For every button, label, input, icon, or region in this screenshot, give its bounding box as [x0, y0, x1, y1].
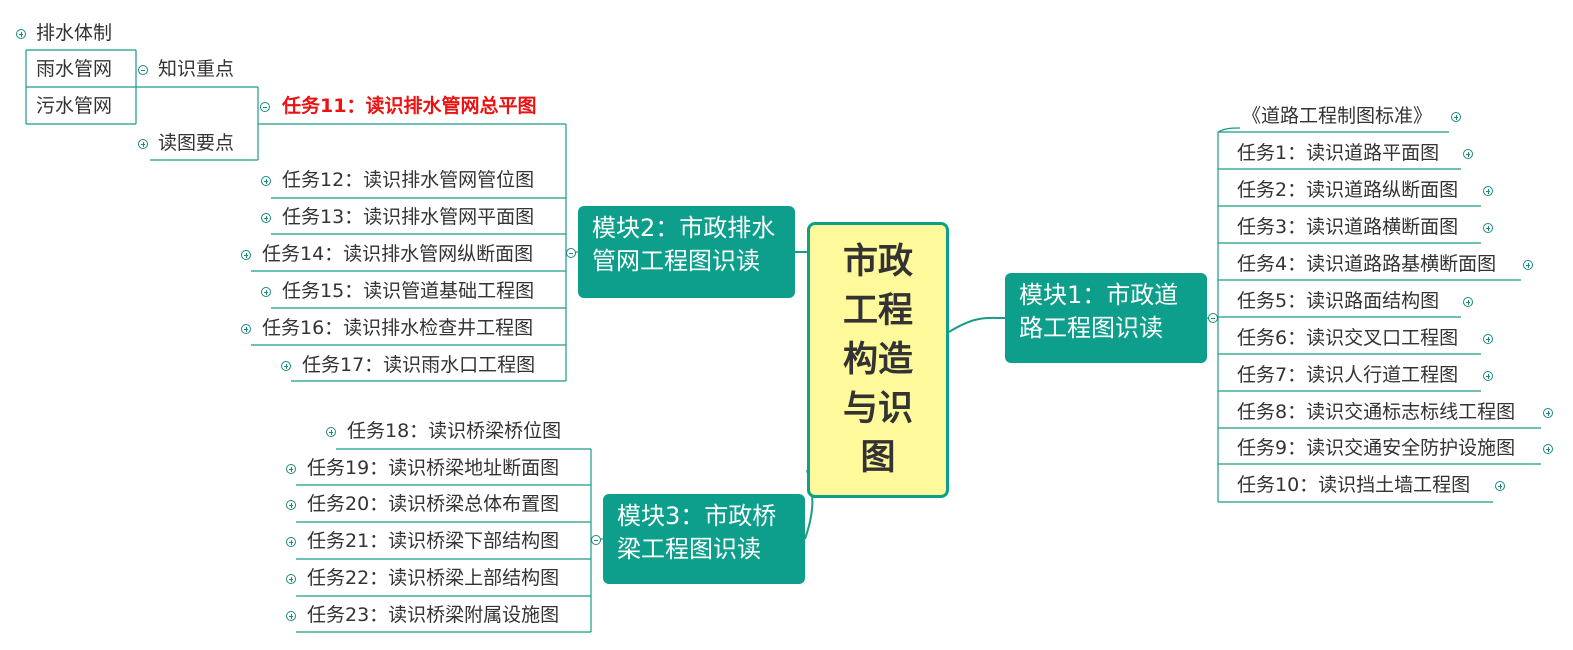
expand-icon[interactable]	[241, 324, 251, 334]
module3-task[interactable]: 任务19：读识桥梁地址断面图	[307, 457, 560, 479]
module2-task[interactable]: 任务16：读识排水检查井工程图	[262, 317, 534, 339]
module2-label: 模块2：市政排水管网工程图识读	[592, 214, 776, 275]
expand-icon[interactable]	[16, 29, 26, 39]
knowledge-item[interactable]: 污水管网	[36, 95, 113, 117]
collapse-icon[interactable]	[138, 65, 148, 75]
connector-line	[948, 316, 1006, 333]
module3-task[interactable]: 任务20：读识桥梁总体布置图	[307, 493, 560, 515]
central-topic-label: 市政工程构造与识图	[842, 241, 913, 478]
module1-task[interactable]: 任务8：读识交通标志标线工程图	[1237, 401, 1516, 423]
expand-icon[interactable]	[1483, 186, 1493, 196]
collapse-icon[interactable]	[566, 248, 576, 258]
collapse-icon[interactable]	[591, 535, 601, 545]
expand-icon[interactable]	[138, 139, 148, 149]
expand-icon[interactable]	[1451, 112, 1461, 122]
knowledge-points-topic[interactable]: 知识重点	[158, 58, 235, 80]
connector-line	[1217, 127, 1241, 133]
expand-icon[interactable]	[286, 500, 296, 510]
module3-topic[interactable]: 模块3：市政桥梁工程图识读	[603, 494, 805, 584]
expand-icon[interactable]	[261, 176, 271, 186]
knowledge-item[interactable]: 排水体制	[36, 22, 113, 44]
expand-icon[interactable]	[1495, 481, 1505, 491]
module2-task[interactable]: 任务12：读识排水管网管位图	[282, 169, 535, 191]
expand-icon[interactable]	[241, 250, 251, 260]
module2-task[interactable]: 任务17：读识雨水口工程图	[302, 354, 536, 376]
module1-task[interactable]: 《道路工程制图标准》	[1242, 105, 1433, 127]
task11-topic[interactable]: 任务11：读识排水管网总平图	[282, 95, 537, 117]
reading-points-topic[interactable]: 读图要点	[158, 132, 235, 154]
expand-icon[interactable]	[1483, 371, 1493, 381]
collapse-icon[interactable]	[1208, 313, 1218, 323]
module1-task[interactable]: 任务7：读识人行道工程图	[1237, 364, 1459, 386]
knowledge-item[interactable]: 雨水管网	[36, 58, 113, 80]
module1-task[interactable]: 任务6：读识交叉口工程图	[1237, 327, 1459, 349]
module3-task[interactable]: 任务18：读识桥梁桥位图	[347, 420, 562, 442]
expand-icon[interactable]	[286, 464, 296, 474]
module1-task[interactable]: 任务10：读识挡土墙工程图	[1237, 474, 1471, 496]
expand-icon[interactable]	[286, 574, 296, 584]
expand-icon[interactable]	[261, 213, 271, 223]
expand-icon[interactable]	[326, 427, 336, 437]
module1-label: 模块1：市政道路工程图识读	[1019, 281, 1179, 342]
module3-label: 模块3：市政桥梁工程图识读	[617, 502, 777, 563]
module3-task[interactable]: 任务21：读识桥梁下部结构图	[307, 530, 560, 552]
module2-task[interactable]: 任务14：读识排水管网纵断面图	[262, 243, 534, 265]
expand-icon[interactable]	[281, 361, 291, 371]
expand-icon[interactable]	[286, 537, 296, 547]
expand-icon[interactable]	[1483, 334, 1493, 344]
expand-icon[interactable]	[286, 611, 296, 621]
module2-task[interactable]: 任务13：读识排水管网平面图	[282, 206, 535, 228]
expand-icon[interactable]	[1463, 149, 1473, 159]
module3-task[interactable]: 任务23：读识桥梁附属设施图	[307, 604, 560, 626]
module1-task[interactable]: 任务5：读识路面结构图	[1237, 290, 1440, 312]
expand-icon[interactable]	[261, 287, 271, 297]
module1-task[interactable]: 任务2：读识道路纵断面图	[1237, 179, 1459, 201]
module3-task[interactable]: 任务22：读识桥梁上部结构图	[307, 567, 560, 589]
module1-task[interactable]: 任务3：读识道路横断面图	[1237, 216, 1459, 238]
module1-task[interactable]: 任务9：读识交通安全防护设施图	[1237, 437, 1516, 459]
expand-icon[interactable]	[1463, 297, 1473, 307]
expand-icon[interactable]	[1483, 223, 1493, 233]
module2-topic[interactable]: 模块2：市政排水管网工程图识读	[578, 206, 795, 298]
module1-topic[interactable]: 模块1：市政道路工程图识读	[1005, 273, 1207, 363]
expand-icon[interactable]	[1523, 260, 1533, 270]
expand-icon[interactable]	[1543, 444, 1553, 454]
module1-task[interactable]: 任务4：读识道路路基横断面图	[1237, 253, 1497, 275]
central-topic[interactable]: 市政工程构造与识图	[807, 222, 949, 498]
module2-task[interactable]: 任务15：读识管道基础工程图	[282, 280, 535, 302]
module1-task[interactable]: 任务1：读识道路平面图	[1237, 142, 1440, 164]
expand-icon[interactable]	[1543, 408, 1553, 418]
collapse-icon[interactable]	[260, 102, 270, 112]
